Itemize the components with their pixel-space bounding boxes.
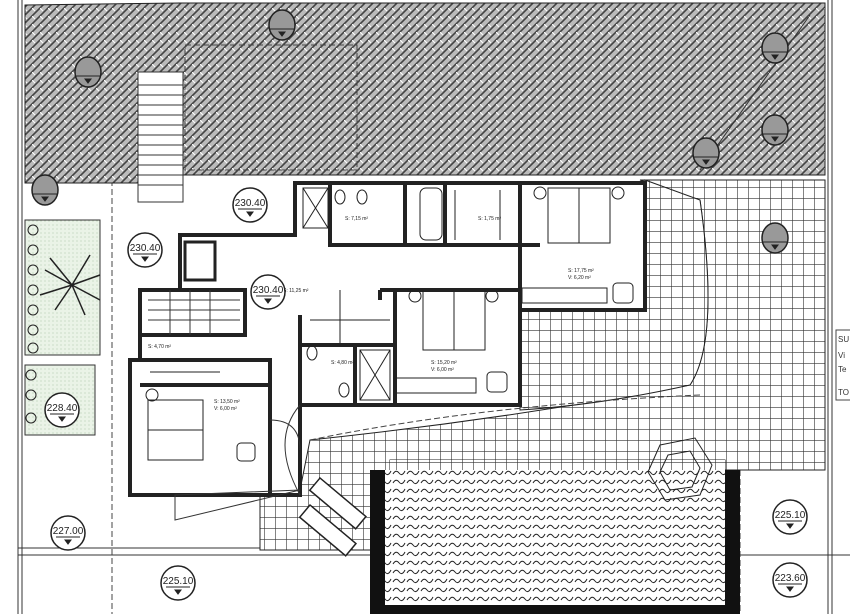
level-value: 223.60 (775, 573, 806, 584)
level-marker: 230.40 (127, 232, 163, 268)
room-area-bathroom-1: S: 7,15 m² (345, 216, 368, 222)
room-area-hall: S: 11,25 m² (283, 288, 309, 294)
bathtub-icon (419, 187, 443, 241)
level-markers: 230.40 230.40 230.40 228.40 227.00 225.10 225.… (31, 9, 808, 601)
roof-stairs (137, 71, 184, 203)
level-value: 225.10 (163, 576, 194, 587)
level-marker: 225.10 (772, 499, 808, 535)
side-table-row: Vi (838, 351, 845, 360)
room-area-stair: S: 4,70 m² (148, 344, 171, 350)
site-boundary (17, 0, 850, 614)
room-labels: S: 7,15 m² S: 1,75 m² S: 17,75 m² V: 6,2… (148, 216, 594, 412)
armchair-icon (236, 282, 634, 462)
level-marker (268, 9, 296, 41)
room-closet-bedroom-3: V: 6,00 m² (214, 406, 237, 412)
level-marker: 230.40 (250, 274, 286, 310)
room-closet-master-bedroom: V: 6,20 m² (568, 275, 591, 281)
side-table: SU Vi Te TO (835, 329, 850, 401)
room-area-master-bedroom: S: 17,75 m² (568, 268, 594, 274)
room-area-bedroom-2: S: 15,20 m² (431, 360, 457, 366)
house (128, 181, 647, 521)
toilet-icon (306, 189, 368, 398)
gazebo-icon (647, 437, 713, 501)
level-marker (761, 222, 789, 254)
shower-icon (302, 187, 329, 229)
level-marker: 225.10 (160, 565, 196, 601)
level-marker (31, 174, 59, 206)
side-table-row: TO (838, 388, 849, 397)
level-value: 230.40 (130, 243, 161, 254)
bed-icon (145, 388, 204, 461)
level-value: 230.40 (235, 198, 266, 209)
side-table-row: Te (838, 365, 847, 374)
level-value: 230.40 (253, 285, 284, 296)
palm-icon (39, 254, 101, 316)
roof-area (24, 2, 826, 203)
level-marker: 230.40 (232, 187, 268, 223)
furniture (145, 186, 634, 462)
level-marker (761, 32, 789, 64)
room-area-bedroom-3: S: 13,50 m² (214, 399, 240, 405)
level-value: 227.00 (53, 526, 84, 537)
desk-icon (395, 287, 608, 394)
level-value: 228.40 (47, 403, 78, 414)
level-marker: 227.00 (50, 515, 86, 551)
level-marker (761, 114, 789, 146)
level-marker: 228.40 (44, 392, 80, 428)
elevator (183, 240, 217, 282)
room-area-bathroom-2: S: 4,80 m² (331, 360, 354, 366)
level-marker: 223.60 (772, 562, 808, 598)
shower-icon (359, 349, 391, 401)
room-area-walk-in-closet: S: 1,75 m² (478, 216, 501, 222)
room-closet-bedroom-2: V: 6,00 m² (431, 367, 454, 373)
shrubs-icon (25, 224, 39, 424)
side-table-row: SU (838, 335, 849, 344)
level-marker (692, 137, 720, 169)
bed-icon (408, 289, 499, 351)
level-value: 225.10 (775, 510, 806, 521)
pool (370, 460, 740, 614)
sun-loungers-icon (298, 476, 368, 557)
wardrobe-icon (150, 190, 501, 373)
level-marker (74, 56, 102, 88)
bed-icon (533, 186, 625, 244)
